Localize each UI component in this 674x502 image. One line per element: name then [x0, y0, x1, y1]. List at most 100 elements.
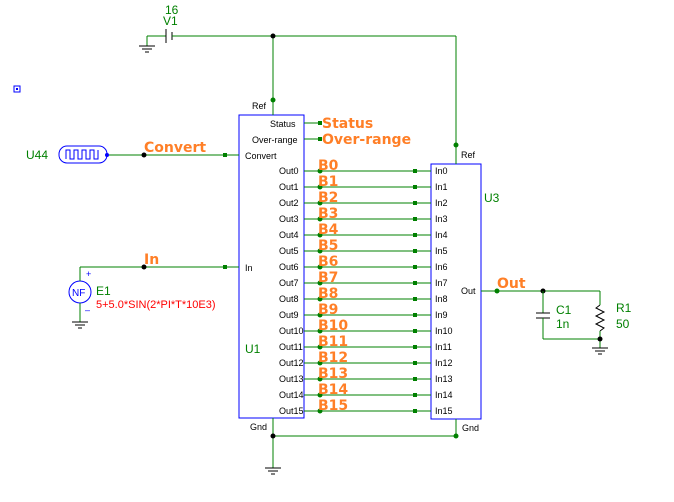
bus-junction-dot [317, 264, 323, 270]
v1-value: 16 [165, 3, 179, 17]
bus-pin-marker [413, 281, 417, 285]
u3-ref-pin: Ref [461, 150, 476, 160]
u3-in-pin-label: In3 [435, 214, 448, 224]
u1-out-pin-label: Out2 [279, 198, 299, 208]
bus-pin-marker [413, 377, 417, 381]
net-bit-label: B3 [318, 206, 338, 222]
bus-pin-marker [413, 185, 417, 189]
r1-value: 50 [616, 317, 630, 331]
v1-ground-symbol [139, 45, 155, 53]
u1-out-pin-label: Out4 [279, 230, 299, 240]
junction-dot [597, 336, 603, 342]
net-overrange-label: Over-range [322, 132, 411, 148]
net-bit-label: B5 [318, 238, 338, 254]
net-bit-label: B6 [318, 254, 338, 270]
r1-resistor[interactable]: R1 50 [594, 291, 632, 348]
bus-pin-marker [413, 313, 417, 317]
u1-out-pin-label: Out12 [279, 358, 304, 368]
bus-pin-marker [413, 201, 417, 205]
net-out-label: Out [497, 276, 526, 292]
net-bit-label: B15 [318, 398, 348, 414]
u1-out-pin-label: Out7 [279, 278, 299, 288]
u1-out-pin-label: Out6 [279, 262, 299, 272]
bus-junction-dot [317, 296, 323, 302]
u1-out-pin-label: Out14 [279, 390, 304, 400]
e1-ground-symbol [72, 321, 88, 329]
u44-pulse-source[interactable]: U44 [26, 145, 109, 164]
bus-junction-dot [317, 248, 323, 254]
bus-junction-dot [317, 344, 323, 350]
u1-status-pin: Status [270, 119, 296, 129]
u1-in-pin: In [245, 263, 253, 273]
net-bit-label: B12 [318, 350, 348, 366]
u1-out-pin-label: Out3 [279, 214, 299, 224]
bus-pin-marker [413, 361, 417, 365]
net-bit-label: B0 [318, 158, 339, 174]
net-bit-label: B11 [318, 334, 348, 350]
probe-marker[interactable] [13, 85, 21, 93]
bus-pin-marker [413, 169, 417, 173]
net-bit-label: B2 [318, 190, 338, 206]
u3-in-pin-label: In7 [435, 278, 448, 288]
bus-junction-dot [317, 392, 323, 398]
bus-pin-marker [413, 409, 417, 413]
u3-in-pin-label: In2 [435, 198, 448, 208]
bus-junction-dot [317, 376, 323, 382]
r1-label: R1 [616, 301, 632, 315]
u1-out-pin-label: Out15 [279, 406, 304, 416]
net-bit-label: B10 [318, 318, 348, 334]
u1-overrange-pin: Over-range [252, 135, 298, 145]
bus-pin-marker [413, 329, 417, 333]
junction-dot [141, 264, 147, 270]
bus-pin-marker [413, 265, 417, 269]
u3-input-pins: In0In1In2In3In4In5In6In7In8In9In10In11In… [435, 166, 453, 416]
u3-in-pin-label: In14 [435, 390, 453, 400]
out-ground-symbol [592, 347, 608, 355]
e1-label: E1 [96, 284, 111, 298]
e1-value: 5+5.0*SIN(2*PI*T*10E3) [96, 299, 216, 311]
u1-adc[interactable]: Ref Status Over-range Convert In U1 Gnd … [238, 100, 305, 432]
c1-label: C1 [556, 303, 572, 317]
junction-dot [270, 433, 276, 439]
v1-battery[interactable]: 16 V1 [139, 3, 273, 53]
u3-out-pin: Out [461, 286, 476, 296]
bus-junction-dot [317, 168, 323, 174]
bus-pin-marker [413, 217, 417, 221]
u44-label: U44 [26, 148, 48, 162]
junction-dot [453, 433, 459, 439]
u1-out-pin-label: Out1 [279, 182, 299, 192]
e1-symbol: NF [72, 288, 85, 299]
e1-source[interactable]: NF + – E1 5+5.0*SIN(2*PI*T*10E3) [68, 269, 216, 315]
bus-pin-marker [413, 345, 417, 349]
u3-in-pin-label: In8 [435, 294, 448, 304]
u1-ref-pin: Ref [252, 101, 267, 111]
u3-in-pin-label: In4 [435, 230, 448, 240]
bus-junction-dot [317, 184, 323, 190]
u3-label: U3 [484, 191, 500, 205]
u1-out-pin-label: Out10 [279, 326, 304, 336]
bus-pin-marker [413, 249, 417, 253]
u1-convert-pin: Convert [245, 151, 277, 161]
c1-capacitor[interactable]: C1 1n [536, 291, 572, 339]
u3-in-pin-label: In10 [435, 326, 453, 336]
u1-output-pins: Out0Out1Out2Out3Out4Out5Out6Out7Out8Out9… [279, 166, 304, 416]
bus-pin-marker [413, 233, 417, 237]
u1-out-pin-label: Out13 [279, 374, 304, 384]
net-bit-label: B7 [318, 270, 338, 286]
u3-in-pin-label: In5 [435, 246, 448, 256]
u1-out-pin-label: Out8 [279, 294, 299, 304]
bus-junction-dot [317, 312, 323, 318]
u3-gnd-pin: Gnd [462, 423, 479, 433]
u1-out-pin-label: Out9 [279, 310, 299, 320]
bus-junction-dot [317, 360, 323, 366]
net-in-label: In [144, 252, 159, 268]
bus-pin-marker [413, 297, 417, 301]
bus-junction-dot [317, 328, 323, 334]
net-bit-label: B14 [318, 382, 348, 398]
u3-dac[interactable]: Ref U3 Out Gnd In0In1In2In3In4In5In6In7I… [430, 145, 500, 433]
net-bit-label: B1 [318, 174, 338, 190]
u3-in-pin-label: In13 [435, 374, 453, 384]
main-ground-symbol [265, 467, 281, 475]
net-bit-label: B8 [318, 286, 338, 302]
